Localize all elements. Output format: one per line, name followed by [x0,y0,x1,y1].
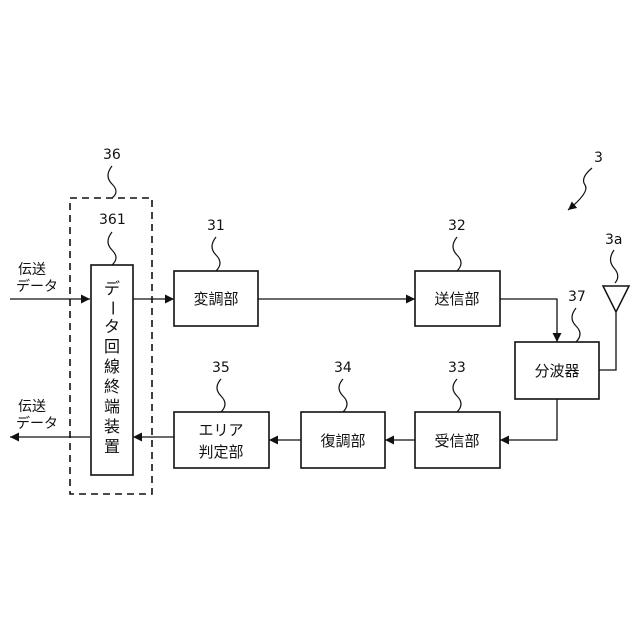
input-label-line2: データ [16,278,58,295]
transmitter-ref-leader [453,237,461,271]
area-judge-label-line1: エリア [198,421,243,439]
group-ref-leader [108,166,116,198]
antenna-ref: 3a [605,232,623,248]
demodulator-ref: 34 [334,360,352,376]
duplexer-ref: 37 [568,289,586,305]
figure-ref: 3 [594,150,603,166]
area-judge-label-line2: 判定部 [198,443,243,461]
terminal-ref: 361 [99,212,126,228]
terminal-label: デ ー タ 回 線 終 端 装 置 [103,279,122,456]
area-judge-ref: 35 [212,360,230,376]
demodulator-ref-leader [339,379,347,412]
duplexer-to-receiver-arrow [500,399,557,440]
antenna-ref-leader [611,250,618,283]
duplexer-ref-leader [572,308,580,342]
antenna-feed-line [599,312,616,370]
transmitter-to-duplexer-arrow [500,299,557,342]
terminal-char: 端 [104,397,120,416]
terminal-char: 装 [104,417,120,436]
terminal-ref-leader [108,232,116,265]
transmitter-label: 送信部 [434,290,479,308]
receiver-ref-leader [453,379,461,412]
terminal-char: 線 [104,357,120,376]
figure-ref-leader [568,168,592,210]
receiver-ref: 33 [448,360,466,376]
area-judge-ref-leader [217,379,225,412]
group-ref: 36 [103,147,121,163]
terminal-char: ー [103,300,122,316]
terminal-char: 終 [104,377,120,396]
duplexer-label: 分波器 [534,362,579,380]
receiver-label: 受信部 [434,432,479,450]
input-label-line1: 伝送 [18,262,46,278]
terminal-char: 置 [104,437,120,456]
terminal-char: デ [104,279,120,298]
output-label-line2: データ [16,415,58,432]
terminal-char: タ [104,317,120,336]
modulator-ref-leader [212,237,220,271]
demodulator-label: 復調部 [320,432,365,450]
antenna-icon [603,286,629,312]
modulator-ref: 31 [207,218,225,234]
output-label-line1: 伝送 [18,399,46,415]
modulator-label: 変調部 [193,290,238,308]
transmitter-ref: 32 [448,218,466,234]
terminal-char: 回 [104,337,120,356]
